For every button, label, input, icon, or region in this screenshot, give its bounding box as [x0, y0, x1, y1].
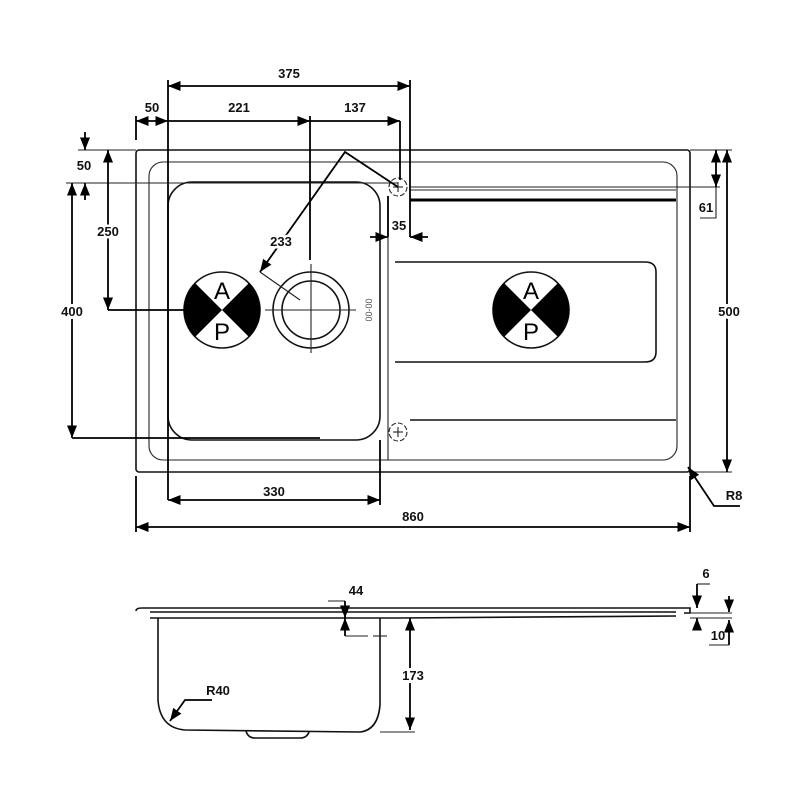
side-view: 44 173 R40 6 10 — [135, 566, 735, 739]
dim-50-vertical: 50 — [77, 158, 91, 173]
ap-symbol-right: A P — [492, 271, 570, 349]
dim-r8: R8 — [726, 488, 743, 503]
dim-400: 400 — [61, 304, 83, 319]
sink-inner-rim — [148, 161, 678, 461]
dim-50-horizontal: 50 — [145, 100, 159, 115]
dim-250: 250 — [97, 224, 119, 239]
bowl-profile — [157, 618, 381, 733]
svg-text:A: A — [523, 278, 539, 305]
dim-221: 221 — [228, 100, 250, 115]
dim-173: 173 — [402, 668, 424, 683]
tap-hole-bottom — [388, 422, 408, 442]
dimensions: 375 50 221 137 50 250 400 233 — [58, 66, 743, 533]
svg-text:A: A — [214, 278, 230, 305]
dim-500: 500 — [718, 304, 740, 319]
side-dimensions: 44 173 R40 6 10 — [169, 566, 735, 733]
waste-profile — [245, 730, 310, 739]
sink-top-plate — [135, 607, 691, 619]
dim-35: 35 — [392, 218, 406, 233]
dim-137: 137 — [344, 100, 366, 115]
dim-860: 860 — [402, 509, 424, 524]
dim-10: 10 — [711, 628, 725, 643]
dim-r40: R40 — [206, 683, 230, 698]
drainer-ribbed-area — [395, 261, 657, 363]
dim-330: 330 — [263, 484, 285, 499]
bowl-marking: 00-00 — [364, 298, 374, 321]
waste-outlet — [265, 264, 356, 353]
svg-text:P: P — [523, 319, 539, 346]
ap-symbol-left: A P — [183, 271, 261, 349]
sink-outline — [135, 149, 691, 473]
svg-text:P: P — [214, 319, 230, 346]
dim-61: 61 — [699, 200, 713, 215]
dim-375: 375 — [278, 66, 300, 81]
dim-233: 233 — [270, 234, 292, 249]
dim-44: 44 — [349, 583, 364, 598]
dim-6: 6 — [702, 566, 709, 581]
plan-view: 00-00 A P A P 375 — [58, 66, 743, 533]
